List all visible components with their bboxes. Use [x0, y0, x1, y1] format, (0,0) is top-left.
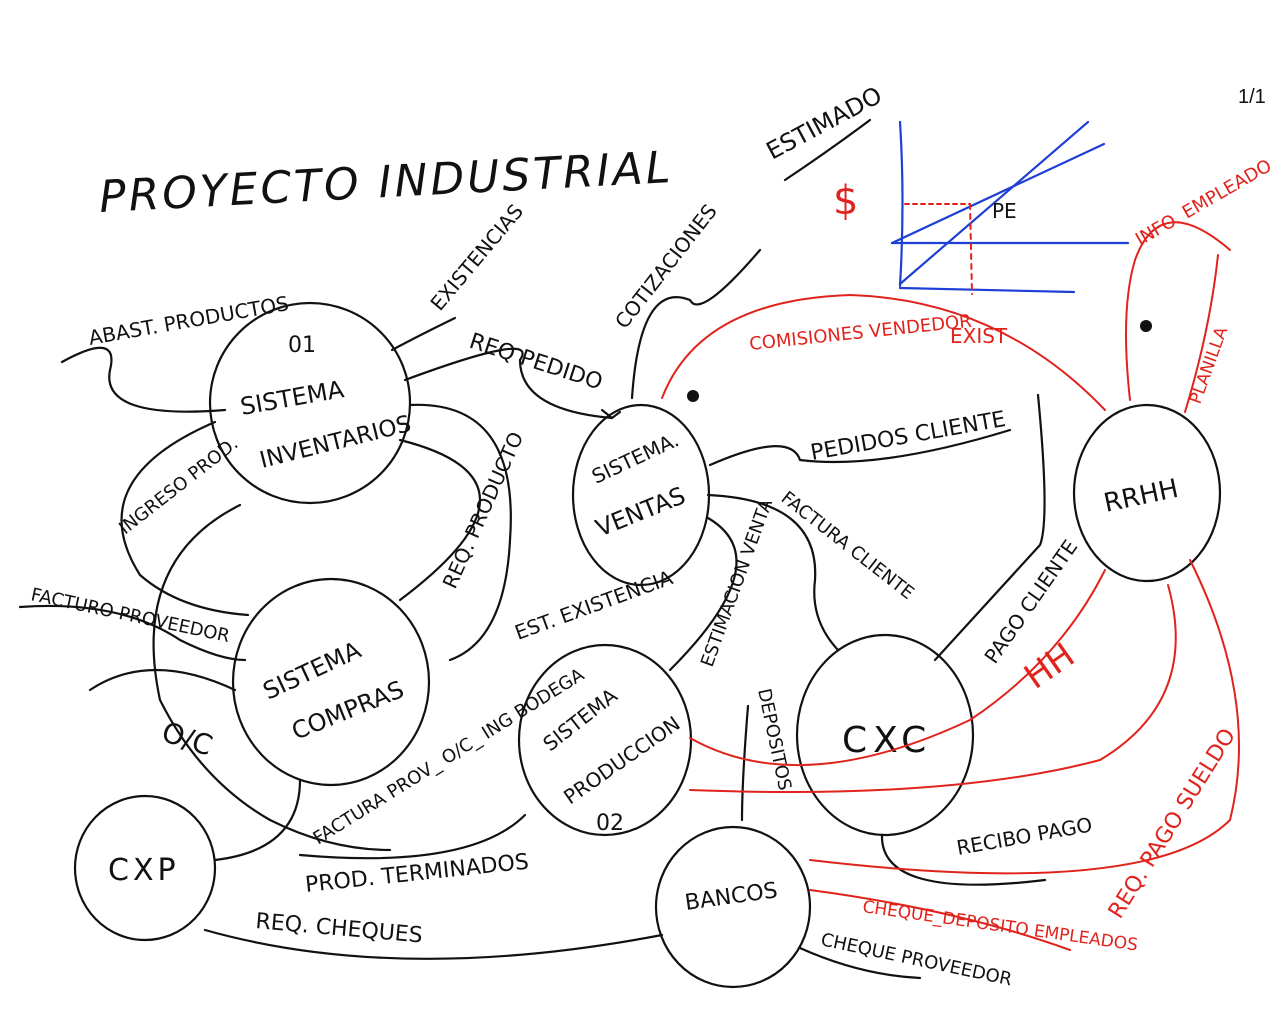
flow-compras-cxp	[213, 778, 302, 862]
marker-dot-rrhh	[1140, 320, 1152, 332]
label-est-existencia: EST. EXISTENCIA	[512, 565, 677, 644]
node-ventas: SISTEMA. VENTAS	[571, 403, 711, 587]
flow-pago-cliente-line	[933, 393, 1046, 662]
label-factura-cliente: FACTURA CLIENTE	[777, 487, 918, 604]
flow-existencias-line	[390, 316, 457, 352]
flow-planilla-line	[1184, 254, 1219, 413]
flow-req-pago-sueldo-line	[809, 559, 1240, 875]
flow-info-empleado-line	[1125, 221, 1231, 401]
label-cheque-proveedor: CHEQUE PROVEEDOR	[819, 929, 1014, 990]
label-info-empleado: INFO. EMPLEADO	[1132, 155, 1275, 250]
flow-cheque-prov-line	[798, 946, 922, 980]
flow-comisiones-line	[661, 294, 1106, 411]
flow-factura-cliente-line	[706, 493, 840, 652]
label-planilla: PLANILLA	[1186, 324, 1232, 407]
label-recibo-pago: RECIBO PAGO	[955, 812, 1094, 859]
node-inventarios-line1: SISTEMA	[238, 375, 346, 421]
flow-prod-terminados-line	[298, 813, 527, 860]
estimado-underline	[783, 118, 872, 182]
flow-oc-line	[88, 669, 237, 692]
node-bancos: BANCOS	[654, 825, 812, 989]
node-produccion-id: 02	[596, 811, 624, 836]
node-ventas-line2: VENTAS	[592, 481, 690, 542]
chart-x-axis	[898, 286, 1076, 294]
node-compras: SISTEMA COMPRAS	[231, 577, 431, 787]
flow-hh-line	[689, 569, 1106, 767]
node-inventarios-id: 01	[288, 333, 316, 358]
chart-y-axis	[898, 120, 904, 288]
chart-pe-guide-v	[969, 203, 973, 295]
flow-req-cheques-line	[203, 928, 664, 960]
chart-exist-label: EXIST	[950, 324, 1008, 348]
label-req-producto: REQ. PRODUCTO	[438, 428, 529, 592]
flow-big-loop	[152, 503, 392, 852]
flow-depositos-line	[740, 704, 750, 822]
label-req-pedido: REQ PEDIDO	[466, 329, 605, 396]
label-factura-prov-oc: FACTURA PROV_ O/C_ ING BODEGA	[310, 664, 589, 849]
flow-cotizaciones-line	[630, 248, 762, 400]
node-rrhh-label: RRHH	[1101, 474, 1181, 519]
marker-dot-ventas	[687, 390, 699, 402]
flow-ventas-cotiz-arrow	[600, 408, 622, 420]
label-existencias: EXISTENCIAS	[425, 199, 528, 315]
label-req-pago-sueldo: REQ. PAGO SUELDO	[1104, 724, 1241, 923]
chart-revenue-line	[898, 120, 1090, 286]
label-estimacion-venta: ESTIMACION VENTA	[697, 496, 777, 670]
label-abast-productos: ABAST. PRODUCTOS	[87, 291, 291, 350]
flow-cheque-empleados-line	[809, 889, 1071, 951]
label-depositos: DEPOSITOS	[753, 687, 795, 793]
diagram-title: PROYECTO INDUSTRIAL	[98, 142, 674, 223]
flow-ingreso-line	[120, 420, 250, 617]
node-cxc: CXC	[795, 633, 975, 837]
flow-product-loop	[408, 403, 512, 662]
node-cxp: CXP	[73, 794, 217, 942]
page-number: 1/1	[1238, 86, 1266, 108]
black-flows	[18, 248, 1152, 980]
label-cotizaciones: COTIZACIONES	[610, 199, 722, 333]
node-rrhh: RRHH	[1072, 403, 1222, 583]
node-ventas-line1: SISTEMA.	[588, 427, 683, 488]
flow-rrhh-produccion-line	[689, 584, 1177, 793]
label-comisiones-vendedor: COMISIONES VENDEDOR	[748, 311, 972, 355]
node-cxc-label: CXC	[842, 720, 932, 761]
node-produccion: SISTEMA PRODUCCION 02	[517, 643, 693, 837]
label-hh: HH	[1017, 635, 1082, 697]
chart-currency-label: $	[833, 178, 858, 224]
flow-reqpedido-line	[403, 347, 614, 420]
flow-abast-line	[60, 346, 227, 413]
break-even-chart: ESTIMADO $ PE EXIST	[762, 81, 1130, 348]
red-flows	[661, 221, 1240, 951]
label-factura-proveedor: FACTURO PROVEEDOR	[29, 584, 232, 647]
chart-cost-line	[890, 142, 1106, 245]
flow-estimacion-line	[668, 516, 738, 672]
flow-pedidos-line	[708, 428, 1012, 467]
label-oc: O/C	[158, 715, 217, 762]
label-pedidos-cliente: PEDIDOS CLIENTE	[809, 407, 1008, 466]
chart-pe-label: PE	[992, 199, 1017, 223]
flow-factura-prov-line	[18, 604, 247, 662]
node-cxp-label: CXP	[108, 853, 180, 888]
flow-recibo-pago-line	[880, 833, 1047, 886]
label-ingreso-prod: INGRESO PROD.	[115, 433, 242, 539]
flow-reqproducto-line	[398, 438, 482, 602]
node-inventarios: 01 SISTEMA INVENTARIOS	[208, 301, 414, 505]
node-bancos-label: BANCOS	[683, 878, 779, 916]
label-req-cheques: REQ. CHEQUES	[254, 909, 423, 949]
